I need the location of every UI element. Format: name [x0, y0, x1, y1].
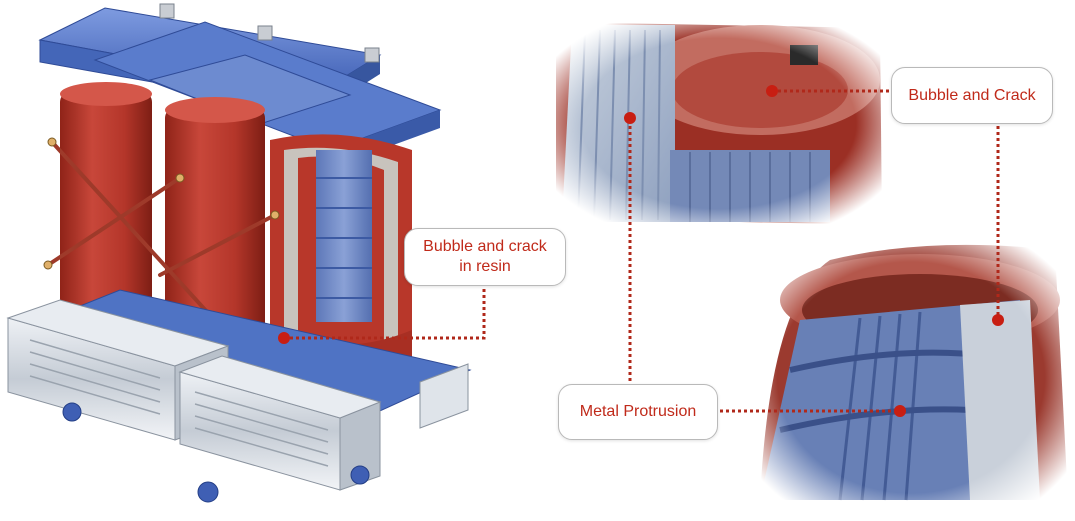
callout-resin-line2: in resin	[459, 258, 511, 275]
marker-metal-top	[624, 112, 636, 124]
marker-metal-bottom	[894, 405, 906, 417]
marker-crack-bottom	[992, 314, 1004, 326]
callout-bubble-crack: Bubble and Crack	[891, 67, 1053, 124]
marker-crack-top	[766, 85, 778, 97]
leader-lines	[284, 89, 1000, 413]
callout-metal-text: Metal Protrusion	[579, 403, 697, 420]
marker-resin	[278, 332, 290, 344]
callout-resin-line1: Bubble and crack	[423, 238, 547, 255]
transformer-illustration	[6, 3, 472, 503]
leader-markers	[278, 85, 1004, 417]
closeup-photo-core	[556, 22, 882, 225]
callout-metal-protrusion: Metal Protrusion	[558, 384, 718, 440]
closeup-photo-coil	[752, 240, 1070, 515]
leader-resin	[284, 288, 486, 340]
callout-crack-text: Bubble and Crack	[908, 86, 1036, 104]
callout-bubble-crack-resin: Bubble and crack in resin	[404, 228, 566, 286]
